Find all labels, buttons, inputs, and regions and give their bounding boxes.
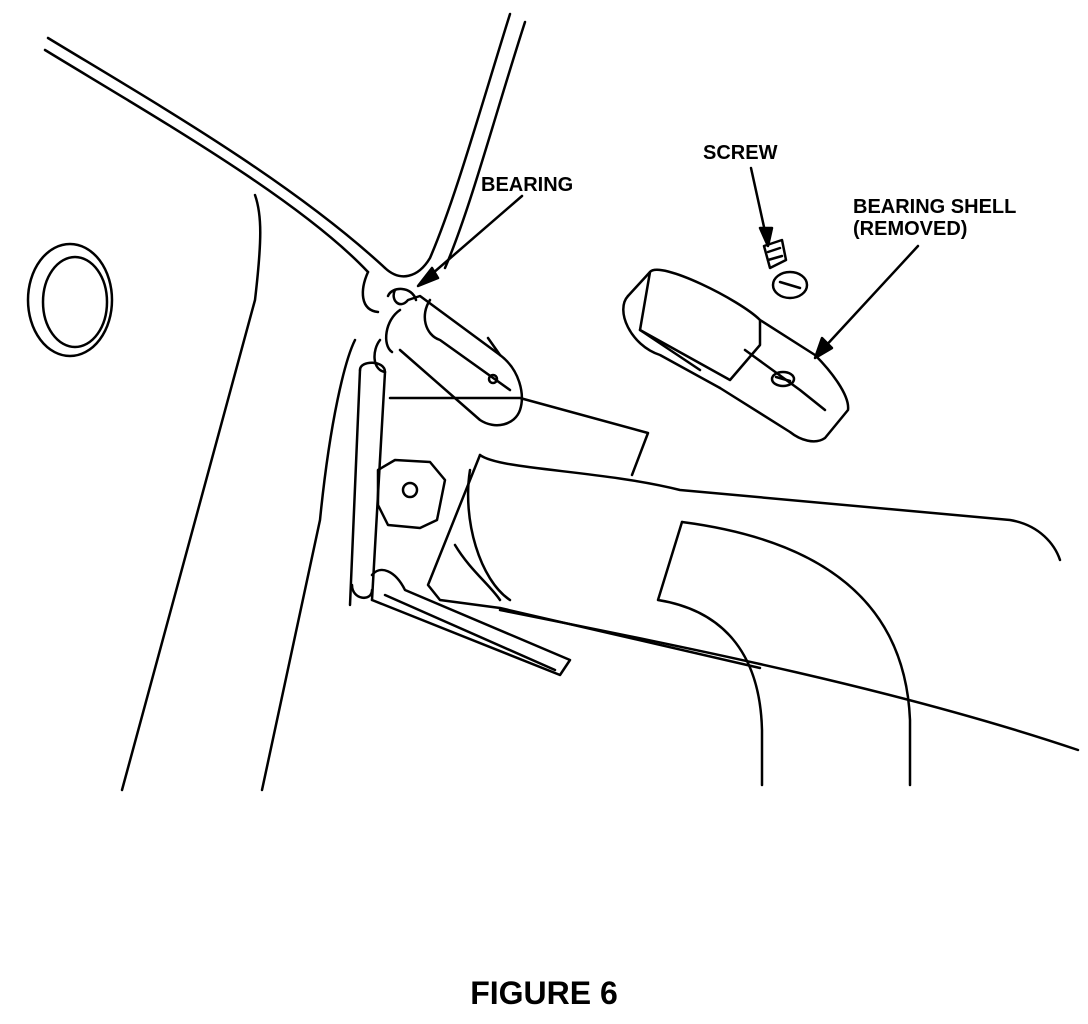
mounting-bracket [372,398,648,675]
bearing-shell-label-line2: (REMOVED) [853,218,968,240]
screw-label: SCREW [703,142,778,164]
bearing-shell-label-line1: BEARING SHELL [853,196,1017,218]
leader-arrows [418,168,918,358]
lever-arm [428,455,1078,785]
shell-arrow [822,246,918,350]
round-plug [28,244,112,356]
screw-part [764,240,807,298]
panel-outline [45,14,525,790]
hinge-post [350,363,385,605]
bearing-arrow [425,196,522,280]
bearing-arrowhead [418,268,438,286]
bearing-shell-label: BEARING SHELL (REMOVED) [853,196,1016,240]
screw-arrowhead [760,228,772,246]
bearing-label: BEARING [481,174,574,196]
screw-arrow [751,168,766,236]
bearing-installed [375,289,522,425]
figure-caption: FIGURE 6 [470,975,618,1011]
bearing-shell-removed [623,270,848,442]
shell-arrowhead [815,338,832,358]
